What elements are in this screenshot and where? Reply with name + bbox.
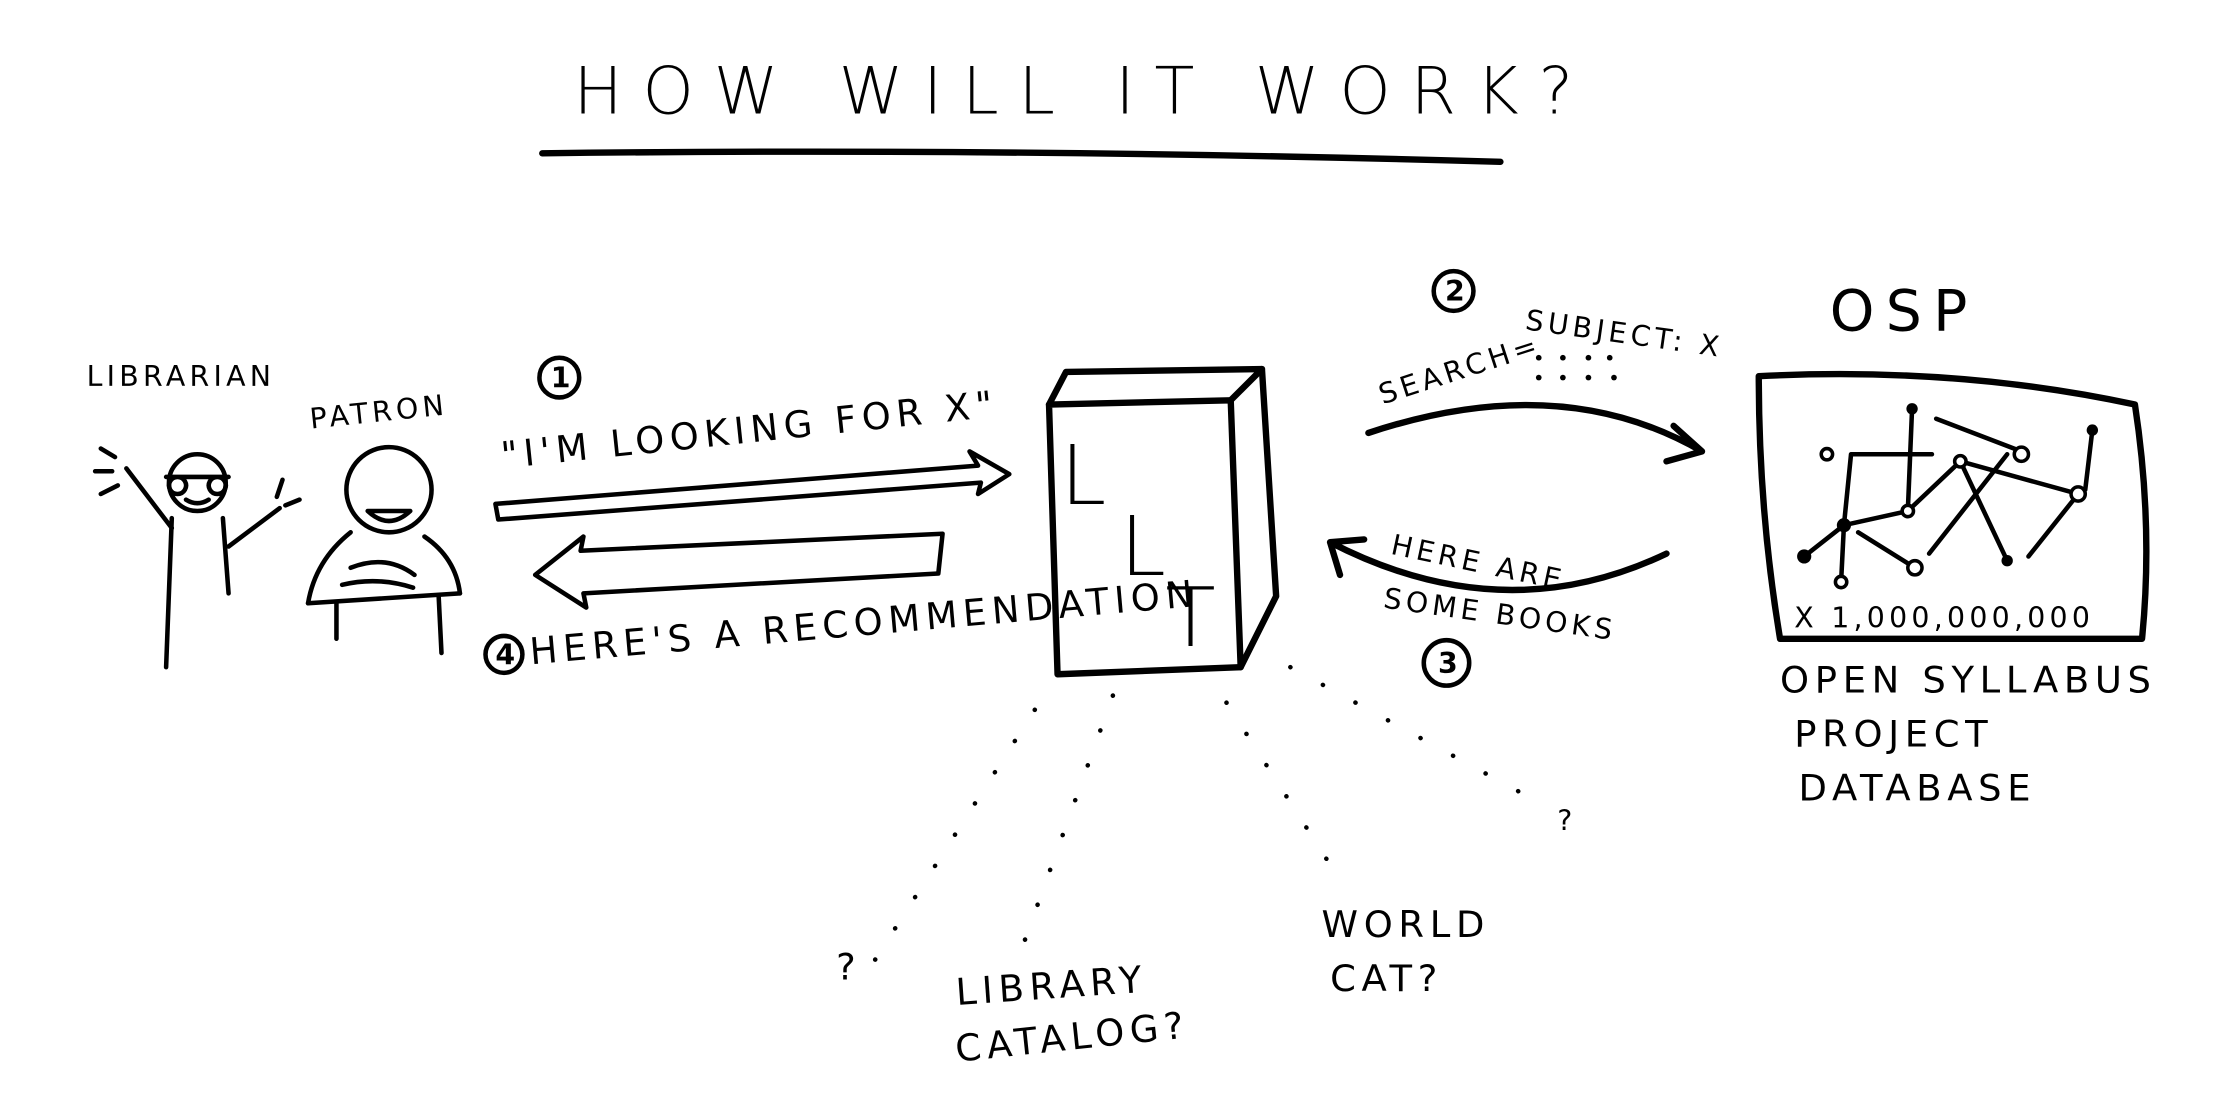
source-unknown-1: ?: [836, 945, 861, 988]
source-dotted-lines: [869, 664, 1549, 968]
step-4-marker: 4: [483, 633, 525, 676]
librarian-label: LIBRARIAN: [87, 360, 276, 393]
svg-text:3: 3: [1438, 647, 1458, 680]
svg-text:1: 1: [551, 362, 571, 395]
source-worldcat-line-1: WORLD: [1322, 903, 1491, 946]
svg-text:2: 2: [1445, 275, 1465, 308]
osp-label: OSP: [1830, 279, 1979, 345]
source-library-catalog-line-2: CATALOG?: [953, 1003, 1191, 1070]
llt-letter-l1: L: [1060, 429, 1106, 524]
svg-text:4: 4: [495, 638, 515, 671]
llt-letter-t: T: [1165, 571, 1215, 666]
osp-name-line-1: OPEN SYLLABUS: [1780, 659, 2157, 702]
llt-box: [1045, 365, 1280, 678]
source-worldcat-line-2: CAT?: [1330, 957, 1443, 1000]
osp-database-box: [1755, 370, 2150, 642]
patron-figure: [305, 444, 463, 656]
search-label: SEARCH=: [1375, 328, 1545, 411]
step-3-marker: 3: [1421, 637, 1472, 688]
request-arrow: [493, 449, 1012, 522]
osp-name-line-3: DATABASE: [1799, 767, 2037, 810]
step-1-text: "I'M LOOKING FOR X": [499, 382, 1000, 477]
patron-label: PATRON: [308, 388, 449, 435]
librarian-figure: [92, 446, 302, 670]
recommendation-arrow: [532, 531, 945, 610]
osp-record-count: X 1,000,000,000: [1794, 601, 2094, 634]
network-graph: [1797, 403, 2099, 590]
diagram-title: HOW WILL IT WORK?: [574, 54, 1594, 130]
step-4-text: HERE'S A RECOMMENDATION: [528, 572, 1201, 673]
step-2-marker: 2: [1431, 268, 1476, 314]
subject-label: SUBJECT: X: [1524, 304, 1726, 364]
osp-name-line-2: PROJECT: [1794, 713, 1993, 756]
title-underline: [539, 148, 1504, 166]
llt-letter-l2: L: [1120, 500, 1166, 595]
search-arrow: [1365, 401, 1706, 465]
step-1-marker: 1: [537, 355, 582, 400]
results-arrow: [1326, 536, 1670, 594]
query-dots: [1535, 354, 1617, 381]
source-unknown-2: ?: [1557, 804, 1576, 837]
source-library-catalog-line-1: LIBRARY: [954, 958, 1148, 1014]
